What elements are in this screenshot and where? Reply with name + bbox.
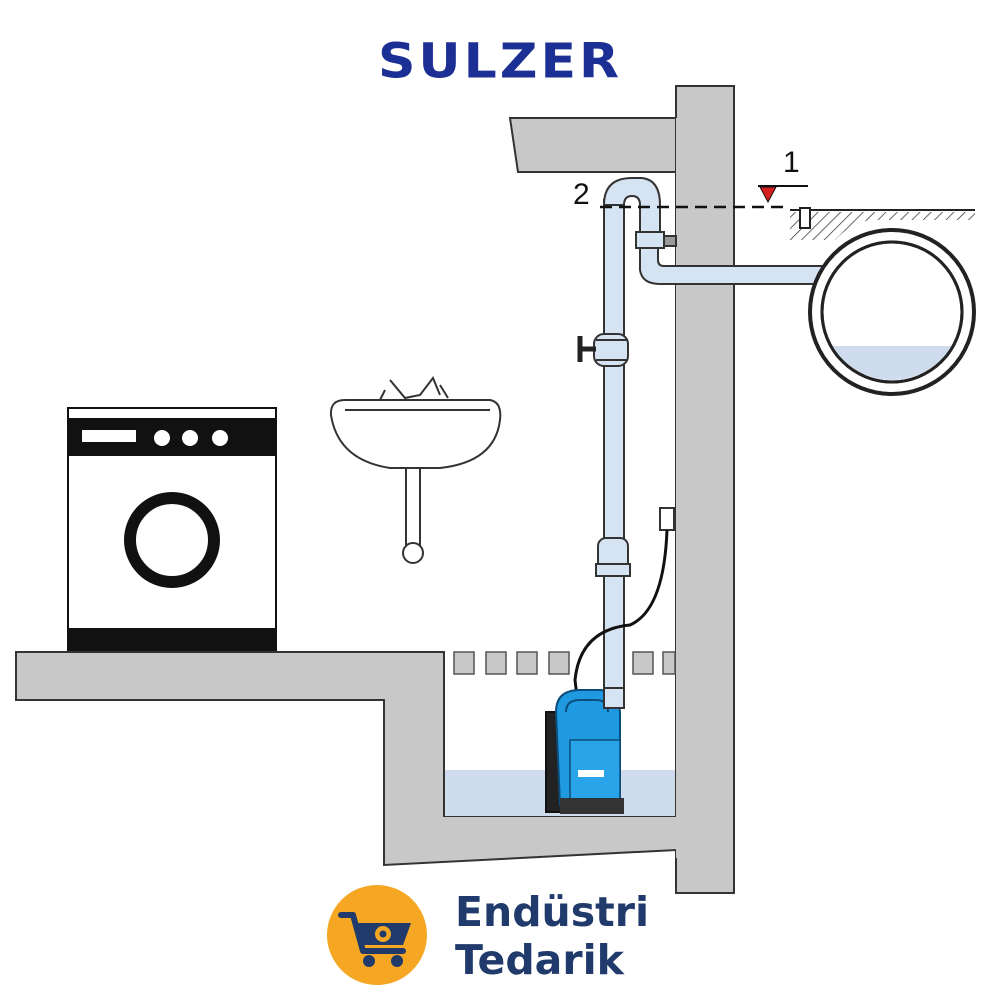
building-structure — [15, 85, 735, 894]
valve-handle-icon — [577, 336, 596, 362]
street-sewer — [790, 207, 976, 396]
water-level-line — [600, 185, 808, 209]
right-wall — [15, 85, 735, 894]
footer-line-2: Tedarik — [455, 936, 624, 984]
level-label-2: 2 — [573, 178, 590, 211]
pump-icon — [545, 687, 625, 814]
shopping-cart-gear-icon — [327, 885, 427, 985]
ceiling-slab — [508, 117, 677, 173]
footer-line-1: Endüstri — [455, 888, 650, 936]
power-cable — [573, 507, 675, 706]
washing-machine-icon — [67, 407, 277, 651]
level-label-1: 1 — [783, 146, 800, 179]
brand-logo: SULZER — [377, 34, 623, 90]
wall-column-fill — [676, 118, 677, 858]
sink-icon — [329, 376, 502, 564]
level-marker-icon — [759, 186, 777, 204]
grate-blocks — [453, 651, 676, 675]
footer-company-name: Endüstri Tedarik — [455, 888, 649, 984]
